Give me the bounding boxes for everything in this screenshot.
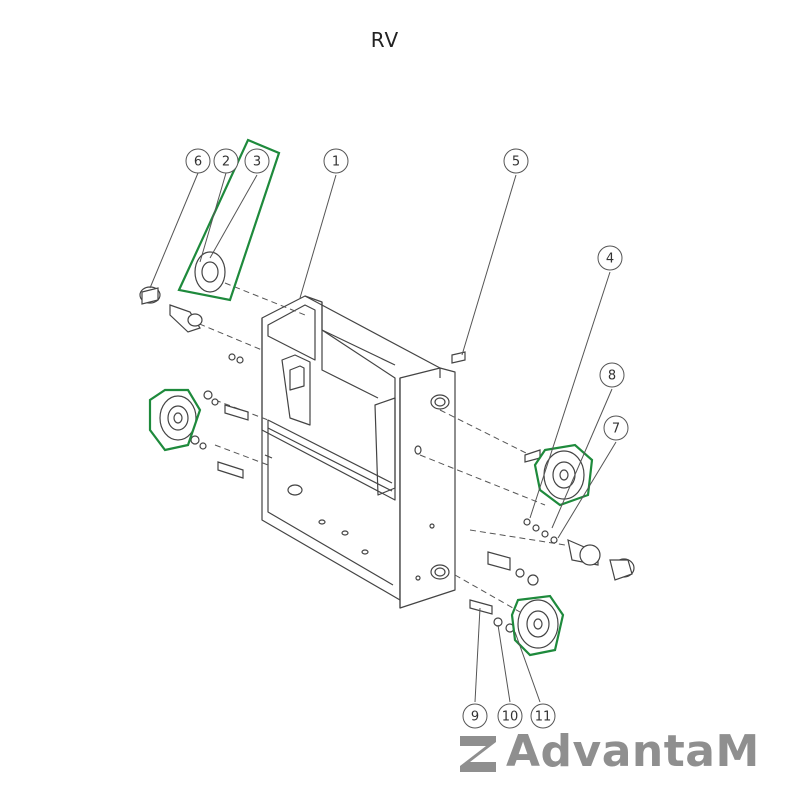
highlight-right-roller-upper <box>533 443 594 507</box>
callout-group: 6 2 3 1 5 4 8 7 9 10 11 <box>185 148 629 729</box>
frame-body <box>261 295 456 609</box>
callout-6: 6 <box>185 148 211 174</box>
callout-2: 2 <box>213 148 239 174</box>
highlight-right-roller-lower <box>510 594 565 657</box>
callout-label: 9 <box>471 710 479 725</box>
callout-label: 6 <box>194 155 202 170</box>
callout-circle <box>597 245 623 271</box>
callout-label: 5 <box>512 155 520 170</box>
callout-label: 8 <box>608 369 616 384</box>
brand-name: AdvantaM <box>506 726 760 777</box>
right-parts <box>451 351 635 649</box>
callout-label: 7 <box>612 422 620 437</box>
callout-4: 4 <box>597 245 623 271</box>
callout-circle <box>603 415 629 441</box>
highlight-group <box>148 138 594 657</box>
callout-label: 10 <box>502 710 519 725</box>
callout-1: 1 <box>323 148 349 174</box>
diagram-title: RV <box>370 28 400 52</box>
callout-label: 4 <box>606 252 614 267</box>
assembly-lines <box>189 282 566 613</box>
brand-logo: AdvantaM <box>458 726 788 786</box>
callout-label: 2 <box>222 155 230 170</box>
callout-circle <box>185 148 211 174</box>
left-parts <box>139 251 273 479</box>
callout-circle <box>244 148 270 174</box>
callout-circle <box>462 703 488 729</box>
brand-logo-icon <box>460 736 496 772</box>
callout-circle <box>213 148 239 174</box>
callout-label: 11 <box>535 710 552 725</box>
callout-10: 10 <box>497 703 523 729</box>
callout-7: 7 <box>603 415 629 441</box>
callout-circle <box>323 148 349 174</box>
highlight-part-3 <box>177 138 281 302</box>
callout-5: 5 <box>503 148 529 174</box>
callout-circle <box>503 148 529 174</box>
callout-circle <box>599 362 625 388</box>
callout-3: 3 <box>244 148 270 174</box>
callout-circle <box>530 703 556 729</box>
callout-11: 11 <box>530 703 556 729</box>
callout-8: 8 <box>599 362 625 388</box>
callout-label: 3 <box>253 155 261 170</box>
callout-circle <box>497 703 523 729</box>
leader-lines <box>149 172 617 703</box>
highlight-left-roller <box>148 388 202 452</box>
callout-9: 9 <box>462 703 488 729</box>
callout-label: 1 <box>332 155 340 170</box>
